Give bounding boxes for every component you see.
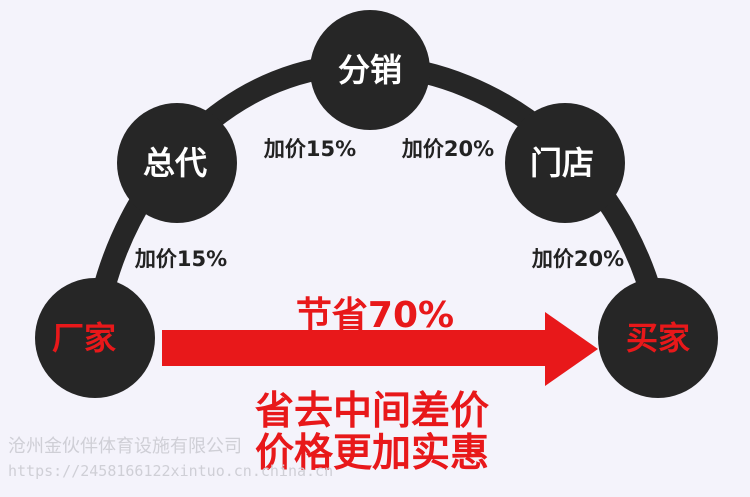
node-buyer-label: 买家 xyxy=(626,319,690,357)
markup-factory-to-agent: 加价15% xyxy=(134,247,227,271)
node-general-agent-label: 总代 xyxy=(143,144,207,182)
node-distribution: 分销 xyxy=(310,10,430,130)
node-buyer: 买家 xyxy=(598,278,718,398)
markup-distribution-to-store: 加价20% xyxy=(401,137,494,161)
savings-label: 节省70% xyxy=(296,295,454,336)
tagline-line-2: 价格更加实惠 xyxy=(255,431,489,476)
node-store: 门店 xyxy=(505,103,625,223)
node-distribution-label: 分销 xyxy=(338,51,402,89)
markup-store-to-buyer: 加价20% xyxy=(531,247,624,271)
tagline-line-1: 省去中间差价 xyxy=(255,389,489,434)
savings-arrow xyxy=(162,312,598,386)
node-store-label: 门店 xyxy=(530,144,594,182)
node-general-agent: 总代 xyxy=(117,103,237,223)
watermark-company: 沧州金伙伴体育设施有限公司 xyxy=(8,436,242,457)
markup-agent-to-distribution: 加价15% xyxy=(263,137,356,161)
node-factory-label: 厂家 xyxy=(52,319,116,357)
node-factory: 厂家 xyxy=(35,278,155,398)
watermark-url: https://2458166122xintuo.cn.china.cn xyxy=(8,462,333,480)
